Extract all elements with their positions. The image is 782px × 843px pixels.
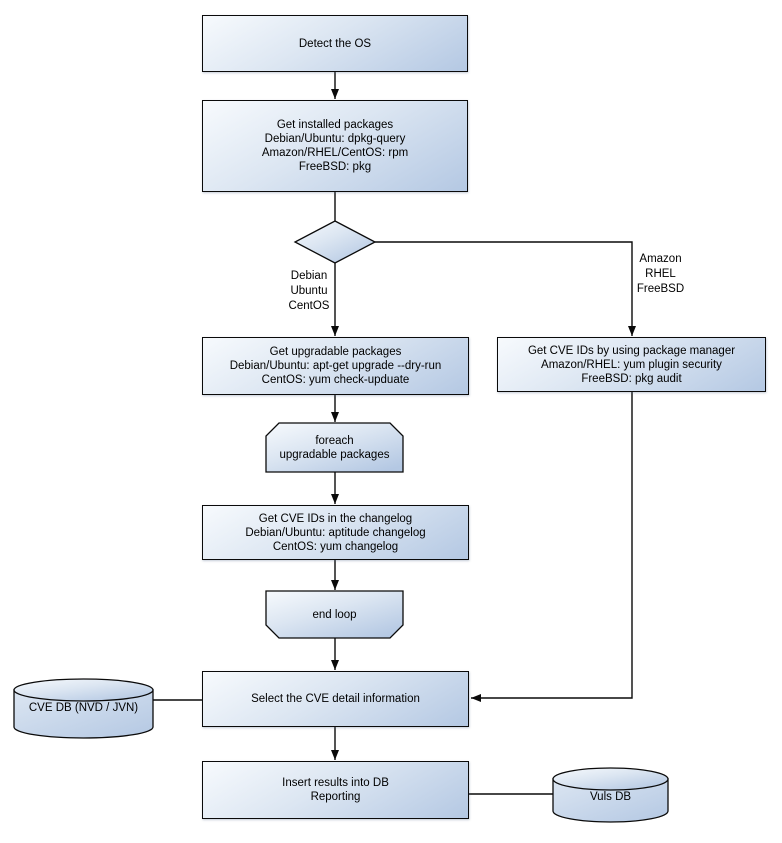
node-label-line: upgradable packages xyxy=(279,449,390,461)
node-label-line: Get CVE IDs in the changelog xyxy=(258,512,413,525)
node-detect-os: Detect the OS xyxy=(202,15,468,72)
vuls-db-label: Vuls DB xyxy=(553,783,668,811)
node-label-line: Get installed packages xyxy=(276,119,394,131)
node-insert-results-reporting: Insert results into DB Reporting xyxy=(202,761,469,819)
node-label-line: Select the CVE detail information xyxy=(251,693,420,705)
node-get-cve-ids-package-manager: Get CVE IDs by using package manager Ama… xyxy=(497,337,766,392)
cve-db-label: CVE DB (NVD / JVN) xyxy=(14,694,153,722)
node-label-line: Debian/Ubuntu: apt-get upgrade --dry-run xyxy=(229,360,442,372)
node-label-line: Insert results into DB xyxy=(282,777,389,789)
node-label-line: FreeBSD: pkg audit xyxy=(581,372,682,385)
node-label-line: CVE DB (NVD / JVN) xyxy=(28,702,139,714)
node-label-line: Get CVE IDs by using package manager xyxy=(527,344,736,357)
edge-label-line: Debian xyxy=(290,270,328,282)
node-label-line: Get upgradable packages xyxy=(269,346,402,358)
node-get-cve-ids-changelog: Get CVE IDs in the changelog Debian/Ubun… xyxy=(202,505,469,560)
node-get-installed-packages: Get installed packages Debian/Ubuntu: dp… xyxy=(202,100,468,192)
vuls-db-cylinder-lid xyxy=(552,767,669,791)
edge-label-line: Ubuntu xyxy=(290,285,328,297)
decision-diamond xyxy=(293,220,377,264)
loop-start-label: foreach upgradable packages xyxy=(266,424,403,472)
edge-label-line: RHEL xyxy=(645,268,676,280)
edge-label-line: CentOS xyxy=(288,300,330,312)
loop-start-shape xyxy=(265,422,404,473)
edge-label-amazon-rhel-freebsd: Amazon RHEL FreeBSD xyxy=(633,252,688,297)
cve-db-cylinder-lid xyxy=(13,678,154,702)
node-label-line: Amazon/RHEL/CentOS: rpm xyxy=(261,147,409,159)
node-label-line: foreach xyxy=(315,435,354,447)
loop-end-shape xyxy=(265,590,404,639)
node-label-line: Debian/Ubuntu: aptitude changelog xyxy=(245,526,426,539)
node-get-upgradable-packages: Get upgradable packages Debian/Ubuntu: a… xyxy=(202,337,469,395)
edge-label-line: Amazon xyxy=(639,253,682,265)
edge-label-line: FreeBSD xyxy=(636,283,685,295)
node-label-line: FreeBSD: pkg xyxy=(298,161,372,173)
node-select-cve-detail: Select the CVE detail information xyxy=(202,671,469,727)
connector-cve-pkg-mgr-to-select xyxy=(471,392,633,702)
node-label-line: CentOS: yum check-upduate xyxy=(261,374,410,386)
cve-db-cylinder-body xyxy=(13,689,154,739)
edge-label-debian-ubuntu-centos: Debian Ubuntu CentOS xyxy=(280,269,338,314)
node-label-line: Amazon/RHEL: yum plugin security xyxy=(541,358,722,371)
node-label-line: end loop xyxy=(312,608,357,621)
connector-decision-to-cve-pkg-mgr xyxy=(375,241,636,336)
node-label-line: Debian/Ubuntu: dpkg-query xyxy=(264,133,406,145)
node-label-line: Vuls DB xyxy=(589,791,632,803)
vuls-db-cylinder-body xyxy=(552,778,669,823)
node-label-line: Detect the OS xyxy=(298,37,372,50)
node-label-line: CentOS: yum changelog xyxy=(272,540,399,553)
loop-end-label: end loop xyxy=(266,591,403,638)
node-label-line: Reporting xyxy=(310,791,361,803)
